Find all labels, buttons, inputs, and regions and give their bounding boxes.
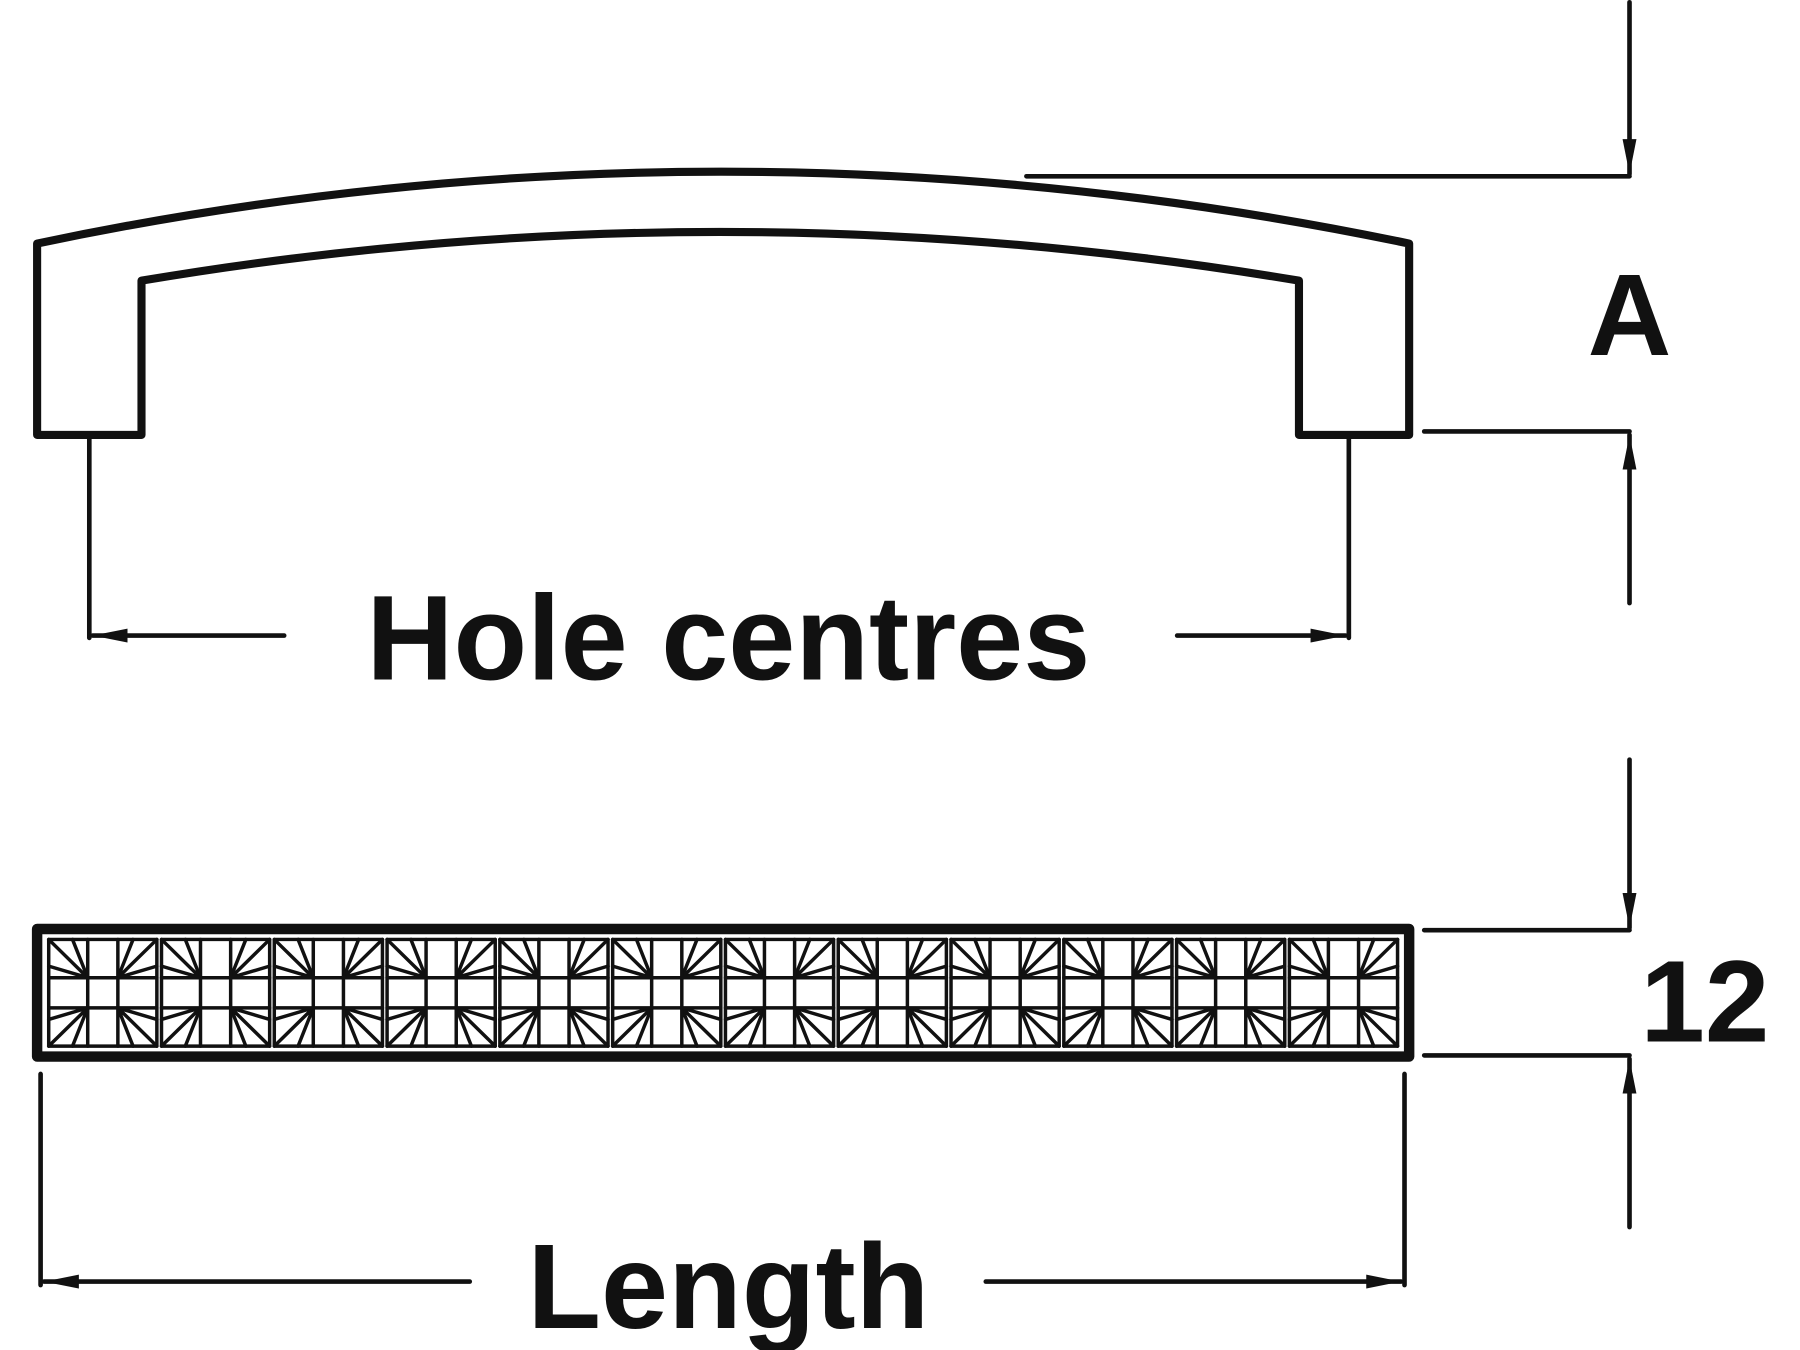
label-height-a: A bbox=[1588, 250, 1672, 380]
label-length: Length bbox=[527, 1219, 929, 1350]
label-thickness: 12 bbox=[1640, 936, 1769, 1066]
crystal-tile bbox=[1287, 937, 1400, 1048]
crystal-tile bbox=[159, 937, 272, 1048]
handle-top-view bbox=[31, 923, 1415, 1062]
handle-side-view bbox=[33, 167, 1414, 439]
crystal-tile bbox=[1062, 937, 1174, 1048]
crystal-tile bbox=[836, 937, 949, 1048]
dimension-length bbox=[38, 1071, 1407, 1289]
crystal-tile bbox=[272, 937, 385, 1048]
crystal-pattern bbox=[46, 937, 1400, 1048]
dimension-thickness bbox=[1421, 757, 1637, 1230]
crystal-tile bbox=[385, 937, 497, 1048]
label-hole-centres: Hole centres bbox=[366, 571, 1090, 706]
crystal-tile bbox=[723, 937, 836, 1048]
crystal-tile bbox=[46, 937, 159, 1048]
crystal-tile bbox=[949, 937, 1061, 1048]
crystal-tile bbox=[1174, 937, 1287, 1048]
crystal-tile bbox=[498, 937, 610, 1048]
dimension-hole-centres bbox=[86, 436, 1352, 643]
crystal-tile bbox=[610, 937, 723, 1048]
dimension-a bbox=[1024, 0, 1637, 606]
